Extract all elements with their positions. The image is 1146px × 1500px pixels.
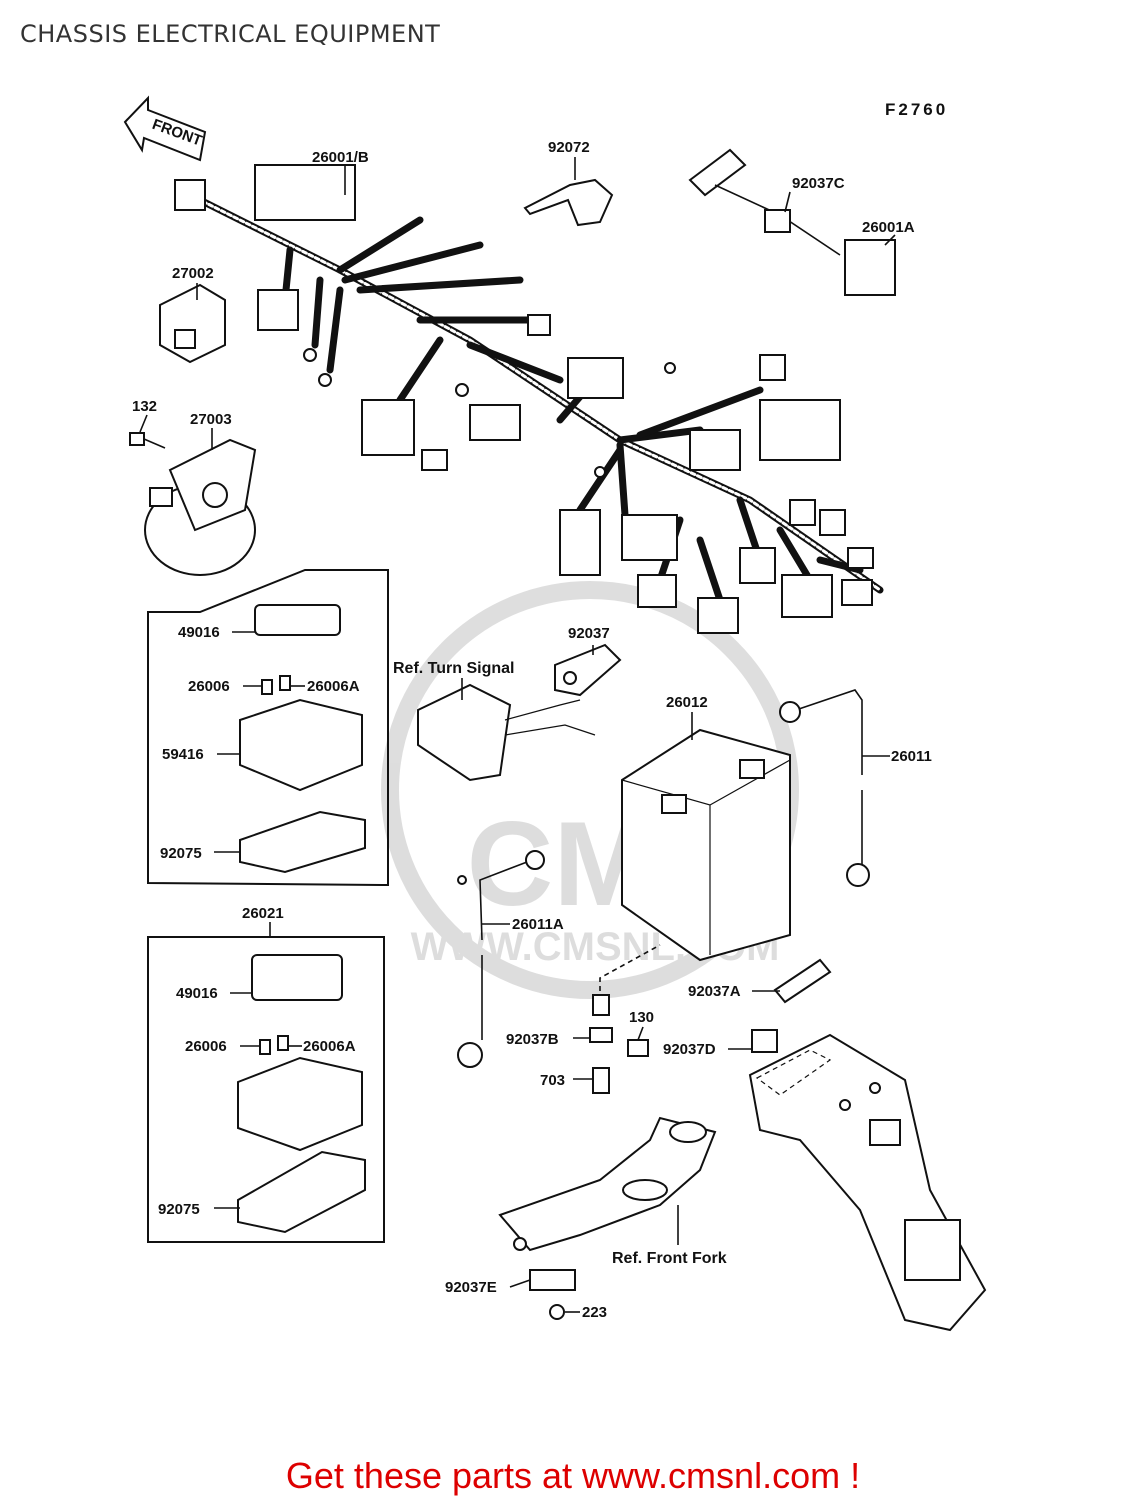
leader-lines	[139, 157, 896, 1313]
label-703: 703	[540, 1072, 565, 1089]
label-26006-b: 26006	[185, 1038, 227, 1055]
label-26011: 26011	[891, 748, 932, 765]
label-26021: 26021	[242, 905, 284, 922]
wiring-harness	[186, 191, 884, 604]
label-26001b: 26001/B	[312, 149, 369, 166]
label-ref-turn-signal: Ref. Turn Signal	[393, 660, 514, 677]
label-26001a: 26001A	[862, 219, 915, 236]
part-horn	[144, 438, 257, 576]
part-rear-fender	[748, 1033, 987, 1332]
part-bolt-132	[129, 432, 166, 449]
label-92037d: 92037D	[663, 1041, 716, 1058]
part-cable-tie	[523, 178, 614, 227]
label-27002: 27002	[172, 265, 214, 282]
harness-connectors	[174, 164, 874, 634]
part-92037-clamp	[554, 643, 622, 697]
label-92037c: 92037C	[792, 175, 845, 192]
part-labels: 26001/B 92072 92037C 26001A 27002 132 27…	[132, 139, 932, 1321]
label-92075-a: 92075	[160, 845, 202, 862]
label-27003: 27003	[190, 411, 232, 428]
label-26006a-a: 26006A	[307, 678, 360, 695]
figure-code: F2760	[885, 100, 948, 119]
label-26012: 26012	[666, 694, 708, 711]
label-ref-front-fork: Ref. Front Fork	[612, 1250, 727, 1267]
label-26006a-b: 26006A	[303, 1038, 356, 1055]
part-cable-26011a	[457, 850, 545, 1068]
part-cable-26011	[779, 689, 870, 887]
page-title: CHASSIS ELECTRICAL EQUIPMENT	[20, 20, 441, 48]
label-26011a: 26011A	[512, 916, 564, 933]
label-49016-b: 49016	[176, 985, 218, 1002]
label-92037e: 92037E	[445, 1279, 497, 1296]
label-223: 223	[582, 1304, 607, 1321]
part-battery	[621, 728, 791, 962]
small-parts-column	[589, 944, 832, 1094]
part-relay	[159, 283, 226, 364]
fuse-box-group-1	[147, 569, 389, 887]
fuse-box-group-2	[147, 936, 385, 1243]
ref-front-fork	[498, 1116, 717, 1252]
front-arrow-icon: FRONT	[123, 95, 207, 162]
label-49016-a: 49016	[178, 624, 220, 641]
parts-diagram: CMS WWW.CMSNL.COM F2760 FRONT	[123, 95, 987, 1332]
footer-link[interactable]: Get these parts at www.cmsnl.com !	[285, 1455, 861, 1496]
label-92037: 92037	[568, 625, 610, 642]
connector-26001b	[254, 164, 356, 221]
label-26006-a: 26006	[188, 678, 230, 695]
part-26001a-harness	[688, 148, 896, 296]
ref-turn-signal	[417, 683, 596, 782]
label-92072: 92072	[548, 139, 590, 156]
label-92037a: 92037A	[688, 983, 741, 1000]
label-59416: 59416	[162, 746, 204, 763]
label-92075-b: 92075	[158, 1201, 200, 1218]
label-130: 130	[629, 1009, 654, 1026]
label-92037b: 92037B	[506, 1031, 559, 1048]
label-132: 132	[132, 398, 157, 415]
